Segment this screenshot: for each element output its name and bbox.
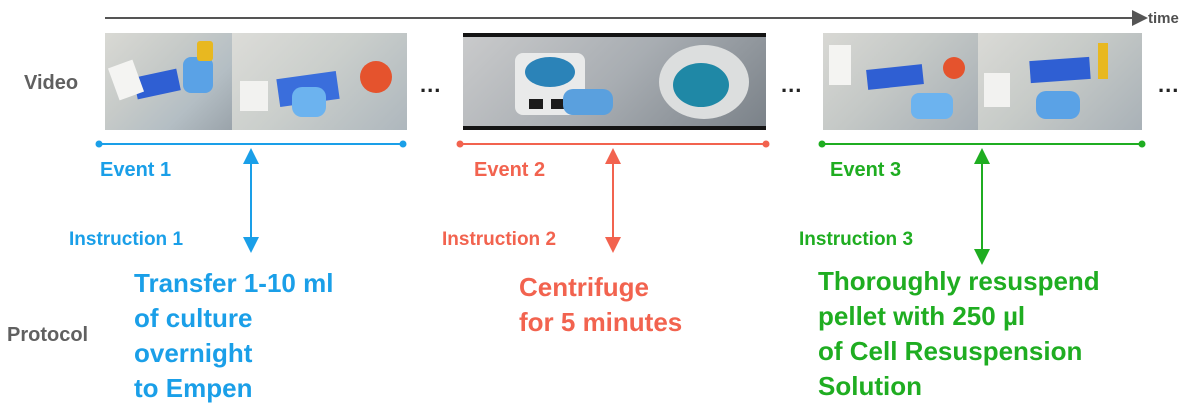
event-1-label: Event 1 [100, 159, 172, 181]
ellipsis-1: ... [420, 72, 442, 97]
protocol-step-2: Centrifuge for 5 minutes [519, 272, 683, 337]
protocol-step-3: Thoroughly resuspend pellet with 250 µl … [818, 266, 1100, 401]
event-2-span [456, 140, 770, 148]
ellipsis-3: ... [1158, 72, 1180, 97]
event-3-span [818, 140, 1146, 148]
time-axis-label: time [1148, 10, 1179, 27]
video-frame-3a [823, 33, 978, 130]
event-1-span [95, 140, 407, 148]
protocol-row-label: Protocol [7, 324, 89, 346]
video-row-label: Video [24, 72, 79, 94]
video-frame-3b [978, 33, 1142, 130]
video-frame-1a [105, 33, 232, 130]
ellipsis-2: ... [781, 72, 803, 97]
event-2-label: Event 2 [474, 159, 546, 181]
event-3-label: Event 3 [830, 159, 902, 181]
instruction-1-label: Instruction 1 [69, 229, 184, 250]
instruction-3-label: Instruction 3 [799, 229, 914, 250]
video-frame-2 [463, 33, 766, 130]
video-frame-1b [232, 33, 407, 130]
instruction-2-label: Instruction 2 [442, 229, 557, 250]
protocol-step-1: Transfer 1-10 ml of culture overnight to… [134, 268, 334, 403]
